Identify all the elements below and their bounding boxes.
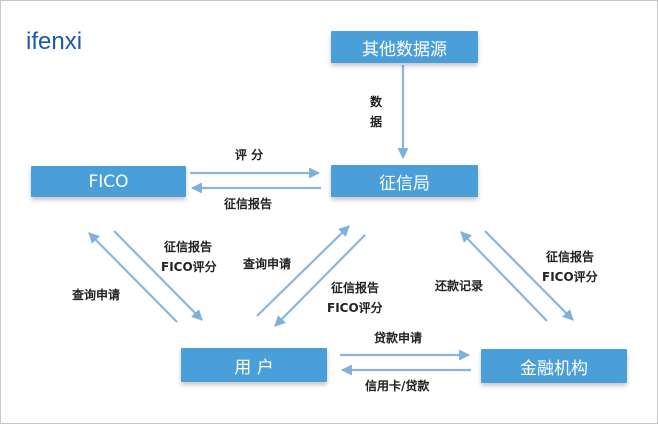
node-other-data-sources: 其他数据源 [331, 31, 478, 63]
label-query-user-bureau: 查询申请 [243, 257, 292, 271]
node-fico: FICO [31, 166, 186, 197]
arrow-user-to-fico [88, 232, 178, 323]
node-financial-institution: 金融机构 [481, 349, 627, 383]
label-repayment-record: 还款记录 [435, 279, 484, 293]
node-user: 用 户 [181, 348, 327, 382]
label-data-1: 数 [370, 95, 383, 109]
arrow-user-to-bureau [256, 225, 350, 317]
label-report-fico-user-1: 征信报告 [164, 240, 213, 254]
label-credit-report-to-fico: 征信报告 [224, 197, 273, 211]
node-credit-bureau: 征信局 [331, 165, 478, 197]
label-report-fico-user-2: FICO评分 [161, 260, 217, 274]
arrow-fico-to-user [113, 230, 203, 321]
label-loan-application: 贷款申请 [374, 331, 423, 345]
arrow-bureau-to-user [274, 234, 366, 327]
arrow-fi-to-bureau [460, 231, 548, 322]
label-credit-card-loan: 信用卡/贷款 [365, 379, 430, 393]
label-report-bureau-user-1: 征信报告 [331, 281, 380, 295]
label-report-bureau-user-2: FICO评分 [327, 301, 383, 315]
label-report-bureau-fi-2: FICO评分 [542, 270, 598, 284]
label-data-2: 据 [370, 115, 383, 129]
arrow-bureau-to-fi [484, 230, 574, 321]
label-report-bureau-fi-1: 征信报告 [546, 250, 595, 264]
logo: ifenxi [26, 28, 83, 55]
label-query-user-fico: 查询申请 [72, 288, 121, 302]
label-score: 评 分 [235, 148, 264, 162]
